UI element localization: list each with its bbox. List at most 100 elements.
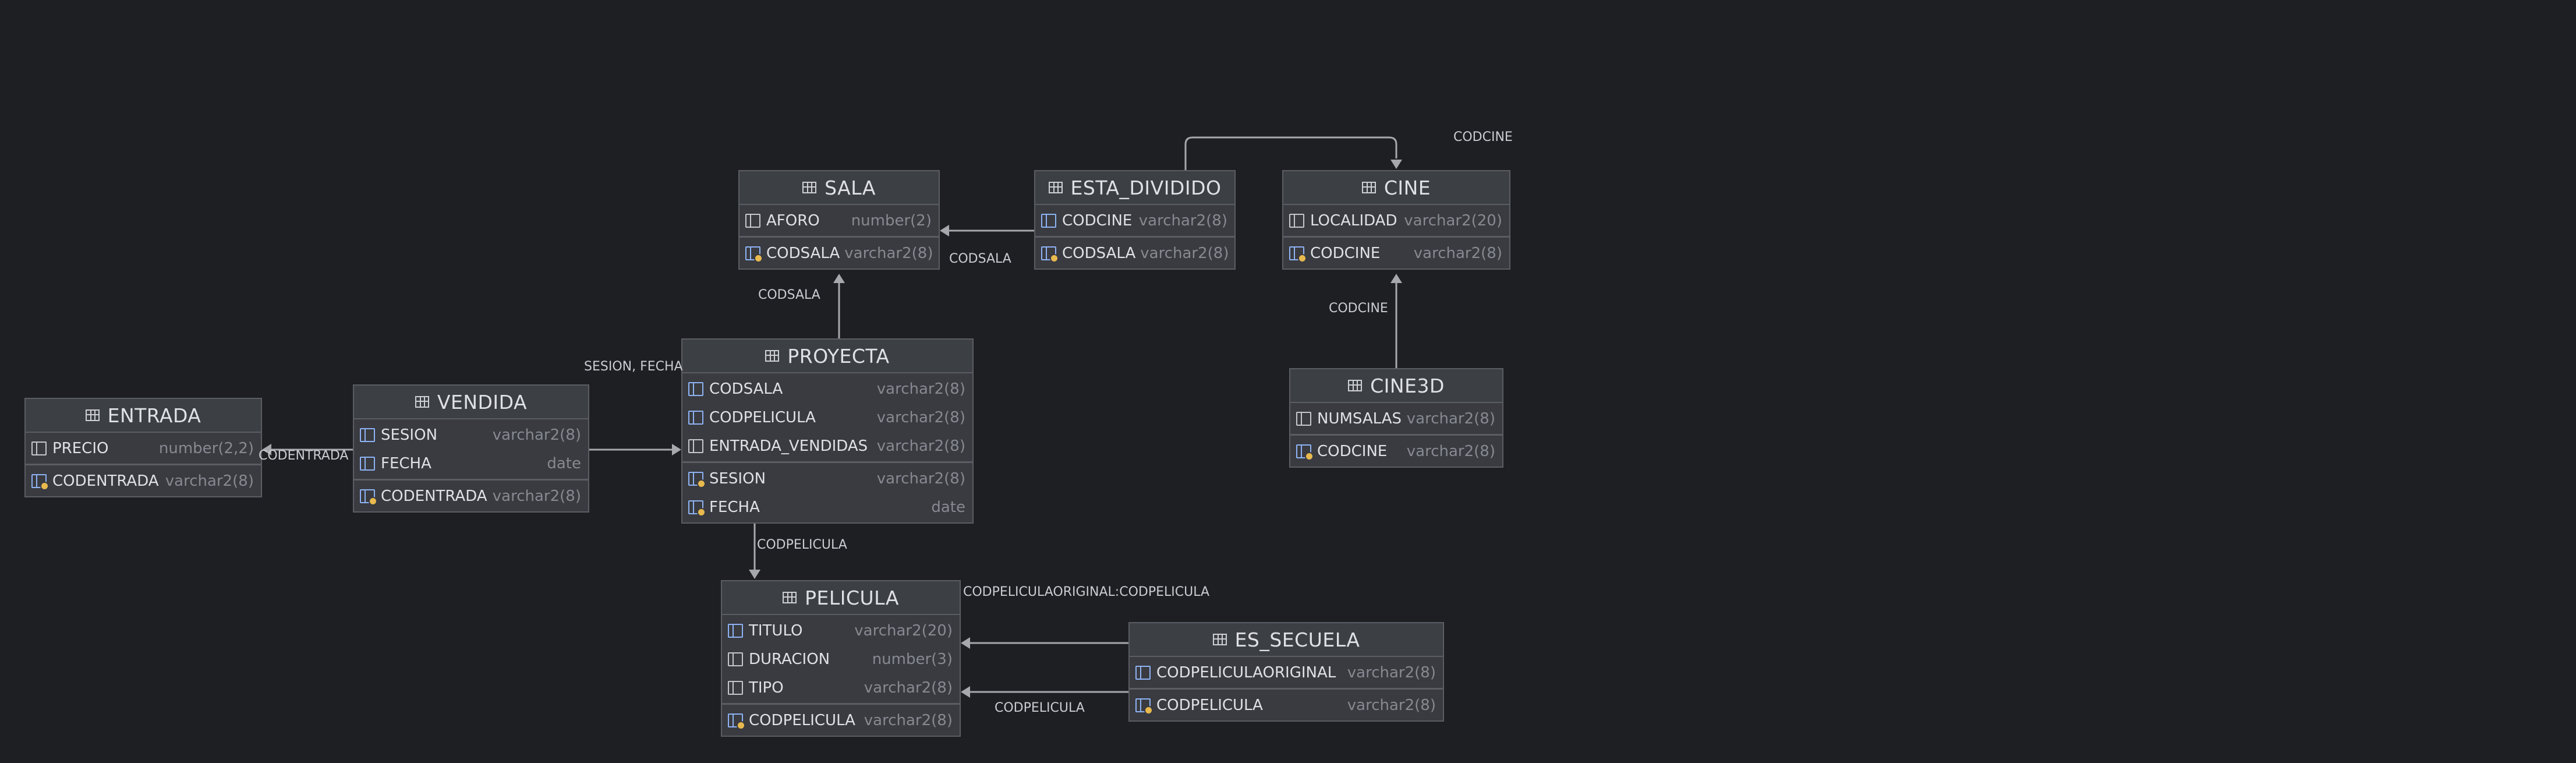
arrow-head-icon — [1390, 274, 1402, 283]
table-grid-icon — [802, 182, 817, 193]
arrow-head-icon — [961, 686, 970, 698]
column-name: CODENTRADA — [52, 472, 159, 490]
table-title: ESTA_DIVIDIDO — [1070, 176, 1222, 199]
column-row[interactable]: LOCALIDAD varchar2(20) — [1283, 206, 1509, 235]
table-grid-icon — [415, 396, 429, 408]
column-name: CODCINE — [1317, 442, 1388, 460]
foreign-key-column-icon — [688, 382, 703, 396]
column-name: CODPELICULA — [709, 408, 816, 426]
primary-key-column-icon — [688, 500, 705, 515]
foreign-key-column-icon — [360, 428, 375, 442]
table-title: ENTRADA — [107, 404, 201, 427]
primary-key-column-icon — [745, 246, 762, 262]
table-header[interactable]: SALA — [739, 171, 939, 205]
column-type: date — [547, 454, 581, 472]
table-grid-icon — [783, 592, 797, 603]
column-name: CODSALA — [709, 380, 783, 398]
table-header[interactable]: ESTA_DIVIDIDO — [1035, 171, 1234, 205]
column-type: varchar2(20) — [1404, 211, 1502, 229]
table-header[interactable]: ES_SECUELA — [1130, 623, 1443, 657]
column-row[interactable]: CODCINE varchar2(8) — [1035, 206, 1234, 235]
table-title: VENDIDA — [437, 390, 528, 414]
column-row[interactable]: CODPELICULA varchar2(8) — [682, 403, 972, 432]
column-name: CODPELICULAORIGINAL — [1156, 663, 1336, 681]
column-type: number(2) — [851, 211, 932, 229]
column-type: varchar2(8) — [492, 487, 581, 505]
column-name: DURACION — [749, 650, 830, 668]
primary-key-column-icon — [31, 474, 48, 489]
table-grid-icon — [1048, 182, 1063, 193]
table-header[interactable]: VENDIDA — [354, 386, 588, 419]
column-row[interactable]: CODENTRADA varchar2(8) — [354, 482, 588, 510]
table-header[interactable]: PROYECTA — [682, 340, 972, 373]
relationship-label: CODSALA — [758, 288, 820, 302]
column-type: varchar2(8) — [492, 426, 581, 444]
arrow-head-icon — [1390, 160, 1402, 169]
column-name: SESION — [709, 469, 766, 488]
table-title: PROYECTA — [787, 344, 890, 368]
column-type: varchar2(8) — [864, 679, 953, 697]
column-name: CODENTRADA — [381, 487, 487, 505]
primary-key-column-icon — [688, 471, 705, 487]
table-header[interactable]: CINE3D — [1290, 369, 1502, 403]
column-name: PRECIO — [52, 439, 109, 457]
column-type: varchar2(8) — [876, 408, 965, 426]
table-header[interactable]: CINE — [1283, 171, 1509, 205]
column-name: LOCALIDAD — [1310, 211, 1397, 229]
column-name: CODCINE — [1062, 211, 1133, 229]
foreign-key-column-icon — [688, 410, 703, 425]
relationship-label: SESION, FECHA — [584, 359, 683, 374]
column-icon — [745, 213, 760, 228]
relationship-line-esta_dividido-to-cine[interactable] — [1184, 136, 1397, 170]
column-type: varchar2(8) — [876, 437, 965, 455]
column-icon — [1289, 213, 1304, 228]
column-name: CODCINE — [1310, 244, 1381, 262]
column-type: varchar2(8) — [1347, 696, 1436, 714]
foreign-key-column-icon — [1041, 213, 1056, 228]
table-grid-icon — [1348, 380, 1363, 391]
table-header[interactable]: PELICULA — [722, 581, 960, 615]
foreign-key-column-icon — [728, 623, 743, 638]
table-title: PELICULA — [805, 586, 899, 609]
table-grid-icon — [85, 409, 100, 421]
column-type: varchar2(8) — [1138, 211, 1227, 229]
primary-key-column-icon — [1041, 246, 1057, 262]
table-header[interactable]: ENTRADA — [26, 399, 261, 433]
